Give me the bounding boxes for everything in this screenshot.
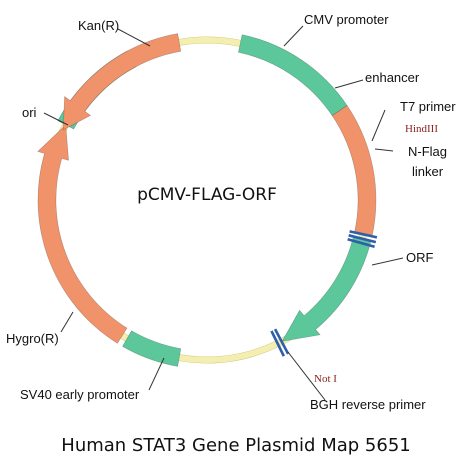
- cmv-promoter-label: CMV promoter: [304, 12, 389, 27]
- map-caption: Human STAT3 Gene Plasmid Map 5651: [61, 435, 410, 456]
- leader-t7: [371, 109, 386, 142]
- cmv-promoter-arc: [238, 34, 348, 117]
- orf-arrow: [281, 236, 372, 342]
- site-t7-tick: [347, 238, 375, 249]
- t7-nflag-site-marker: [347, 230, 378, 249]
- plasmid-name: pCMV-FLAG-ORF: [137, 185, 277, 205]
- site-t7-tick: [348, 234, 377, 244]
- hindiii-site-label: HindIII: [405, 123, 438, 135]
- leader-kan: [117, 28, 151, 47]
- enhancer-arc: [331, 105, 377, 236]
- leader-orf: [371, 257, 404, 266]
- n-flag-label: N-Flag: [408, 144, 447, 159]
- linker-label: linker: [412, 164, 444, 179]
- leader-sv40: [148, 357, 165, 391]
- enhancer-label: enhancer: [365, 70, 420, 85]
- not-i-site-label: Not I: [314, 373, 337, 385]
- leader-hygro: [60, 311, 74, 333]
- t7-primer-label: T7 primer: [400, 99, 456, 114]
- kan-arrow: [62, 33, 182, 131]
- orf-label: ORF: [406, 250, 434, 265]
- ori-label: ori: [22, 105, 37, 120]
- kan-label: Kan(R): [78, 18, 119, 33]
- sv40-early-promoter-arc: [122, 330, 182, 367]
- hygro-arrow: [37, 124, 128, 344]
- site-bgh-tick: [273, 328, 290, 355]
- site-t7-tick: [349, 230, 378, 239]
- leader-ori: [43, 112, 69, 126]
- leader-cmv: [283, 25, 304, 47]
- site-bgh-tick: [270, 330, 285, 357]
- leader-bgh: [287, 351, 326, 401]
- bgh-reverse-primer-label: BGH reverse primer: [310, 397, 426, 412]
- sv40-early-promoter-label: SV40 early promoter: [20, 387, 140, 402]
- leader-lines: [43, 25, 404, 401]
- leader-enhancer: [334, 79, 364, 89]
- hygro-label: Hygro(R): [6, 331, 59, 346]
- bgh-notI-site-marker: [270, 328, 290, 357]
- leader-nflag: [374, 148, 394, 152]
